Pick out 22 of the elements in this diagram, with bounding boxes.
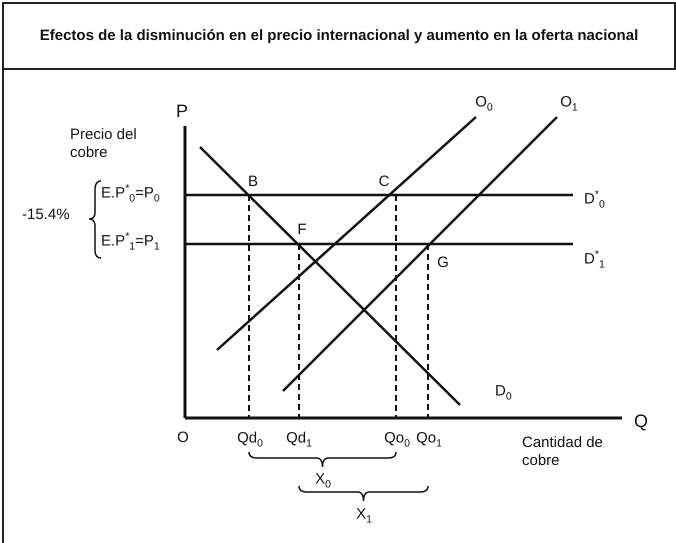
point-label: G bbox=[437, 254, 449, 272]
axis-tick-label: O bbox=[177, 429, 189, 447]
axis-tick-label: Qd$_{1}$ bbox=[286, 430, 312, 450]
percent-label: -15.4% bbox=[22, 206, 70, 224]
point-label: B bbox=[248, 173, 258, 191]
axis-tick-label: Qo$_{1}$ bbox=[416, 430, 442, 450]
axis-label: P bbox=[176, 101, 188, 123]
axis-title: Cantidad de cobre bbox=[522, 434, 604, 470]
axis-tick-label: Qd$_{0}$ bbox=[237, 430, 263, 450]
axis-label: Q bbox=[634, 411, 648, 433]
curve-label: O$_{1}$ bbox=[560, 94, 578, 114]
bracket-label: X$_{0}$ bbox=[315, 470, 331, 492]
curve-label: O$_{0}$ bbox=[475, 94, 493, 114]
axis-tick-label: Qo$_{0}$ bbox=[384, 430, 410, 450]
bracket-label: X$_{1}$ bbox=[356, 506, 372, 526]
point-label: F bbox=[297, 221, 307, 239]
price-label: E.P$^{*}$$_{0}$=P$_{0}$ bbox=[101, 182, 160, 206]
axis-title: Precio del cobre bbox=[70, 126, 138, 162]
title: Efectos de la disminución en el precio internacional y aumento en la oferta nacional bbox=[40, 26, 638, 46]
curve-label: D$_{0}$ bbox=[495, 382, 512, 404]
point-label: C bbox=[378, 173, 390, 191]
price-label: E.P$^{*}$$_{1}$=P$_{1}$ bbox=[101, 230, 160, 254]
